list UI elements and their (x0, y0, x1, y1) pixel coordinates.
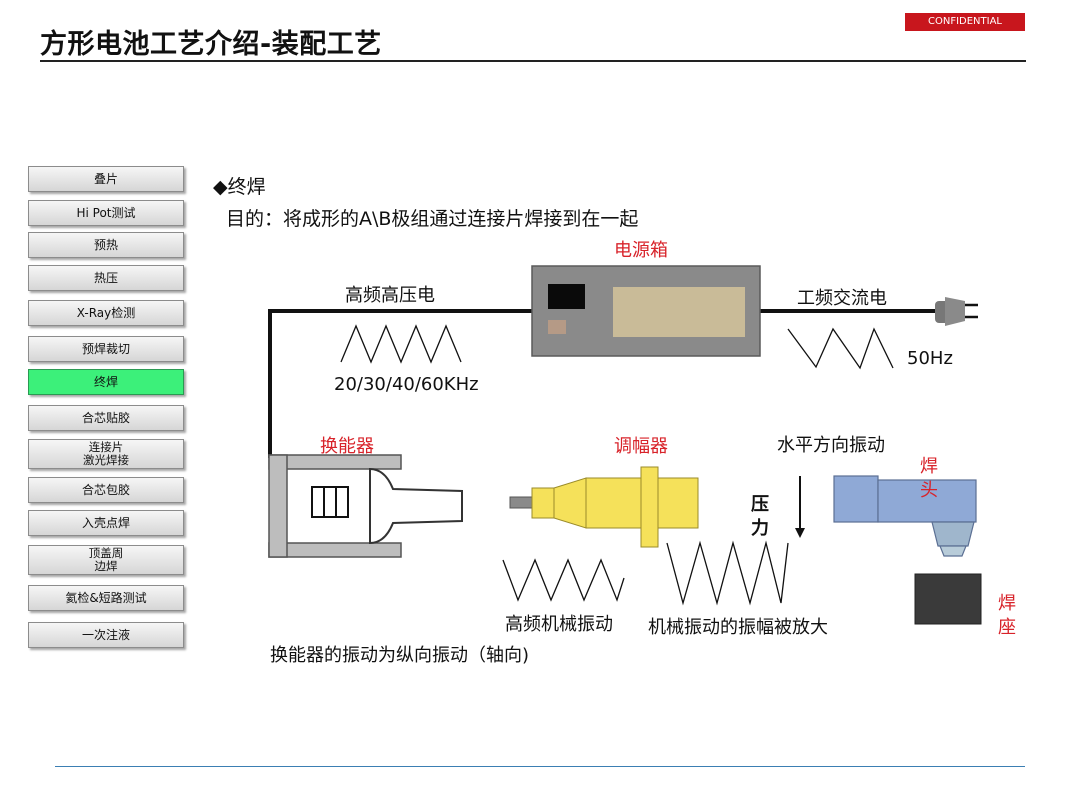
sidebar-item-case-spot-weld[interactable]: 入壳点焊 (28, 510, 184, 536)
sidebar-item-label: 合芯贴胶 (81, 410, 130, 425)
hf-hv-label: 高频高压电 (345, 285, 435, 306)
sidebar-item-preheat[interactable]: 预热 (28, 232, 184, 258)
anvil-block (914, 573, 982, 625)
sidebar-item-pre-weld-cut[interactable]: 预焊裁切 (28, 336, 184, 362)
sidebar-item-cap-seam-weld[interactable]: 顶盖周边焊 (28, 545, 184, 575)
sidebar-item-label: 热压 (93, 270, 118, 285)
mains-label: 工频交流电 (797, 288, 887, 309)
sidebar-item-label: 预焊裁切 (81, 341, 130, 356)
title-divider (40, 60, 1026, 62)
sidebar-item-label: 入壳点焊 (81, 515, 130, 530)
sidebar-item-label: Hi Pot测试 (76, 205, 136, 220)
pressure-arrowhead (795, 528, 805, 538)
sidebar-item-label: 一次注液 (81, 627, 130, 642)
transducer-note: 换能器的振动为纵向振动（轴向) (270, 645, 530, 666)
sidebar-item-label: 终焊 (93, 374, 118, 389)
hf-mechanical-wave (502, 558, 625, 602)
confidential-badge: CONFIDENTIAL (905, 13, 1025, 31)
weld-head (833, 475, 977, 557)
power-box-display (548, 284, 585, 309)
sidebar-item-core-wrapping[interactable]: 合芯包胶 (28, 477, 184, 503)
label-line: 边焊 (94, 559, 118, 573)
mains-frequency-label: 50Hz (907, 348, 953, 369)
sidebar-item-stacking[interactable]: 叠片 (28, 166, 184, 192)
section-title: ◆终焊 (213, 176, 266, 198)
hf-electric-wave (340, 324, 462, 364)
power-box-logo (548, 320, 566, 334)
sidebar-item-label: 合芯包胶 (81, 482, 130, 497)
anvil-label: 焊座 (998, 593, 1016, 638)
label-line: 激光焊接 (83, 453, 129, 467)
power-box-vent (613, 287, 745, 337)
hf-mech-vibration-label: 高频机械振动 (505, 614, 613, 635)
purpose-text: 目的：将成形的A\B极组通过连接片焊接到在一起 (226, 208, 639, 230)
mains-wave (787, 327, 894, 370)
horizontal-vibration-label: 水平方向振动 (777, 435, 885, 456)
sidebar-item-core-taping[interactable]: 合芯贴胶 (28, 405, 184, 431)
sidebar-item-label: 顶盖周边焊 (89, 547, 124, 573)
amplified-wave (666, 540, 789, 606)
sidebar-item-helium-short-test[interactable]: 氦检&短路测试 (28, 585, 184, 611)
sidebar-item-label: 预热 (93, 237, 118, 252)
footer-divider (55, 766, 1025, 767)
pressure-label: 压力 (751, 494, 769, 539)
amplitude-label: 机械振动的振幅被放大 (648, 617, 828, 638)
sidebar-item-label: 氦检&短路测试 (65, 590, 147, 605)
transducer (268, 454, 463, 558)
sidebar-item-xray[interactable]: X-Ray检测 (28, 300, 184, 326)
hf-frequency-label: 20/30/40/60KHz (334, 374, 479, 395)
label-line: 顶盖周 (88, 546, 124, 560)
power-box-label: 电源箱 (614, 240, 668, 261)
power-plug-icon (935, 297, 978, 326)
sidebar-item-hipot-test[interactable]: Hi Pot测试 (28, 200, 184, 226)
transducer-label: 换能器 (320, 436, 374, 457)
weld-head-label: 焊头 (920, 456, 938, 501)
sidebar-item-tab-laser-weld[interactable]: 连接片激光焊接 (28, 439, 184, 469)
sidebar-item-final-weld[interactable]: 终焊 (28, 369, 184, 395)
page-title: 方形电池工艺介绍-装配工艺 (40, 29, 382, 60)
sidebar-item-first-injection[interactable]: 一次注液 (28, 622, 184, 648)
sidebar-item-label: X-Ray检测 (76, 305, 136, 320)
label-line: 连接片 (88, 440, 124, 454)
power-cable (268, 309, 533, 458)
sidebar-item-label: 连接片激光焊接 (83, 441, 129, 467)
sidebar-item-label: 叠片 (93, 171, 118, 186)
sidebar-item-hot-press[interactable]: 热压 (28, 265, 184, 291)
booster-label: 调幅器 (614, 436, 668, 457)
booster (509, 466, 699, 548)
